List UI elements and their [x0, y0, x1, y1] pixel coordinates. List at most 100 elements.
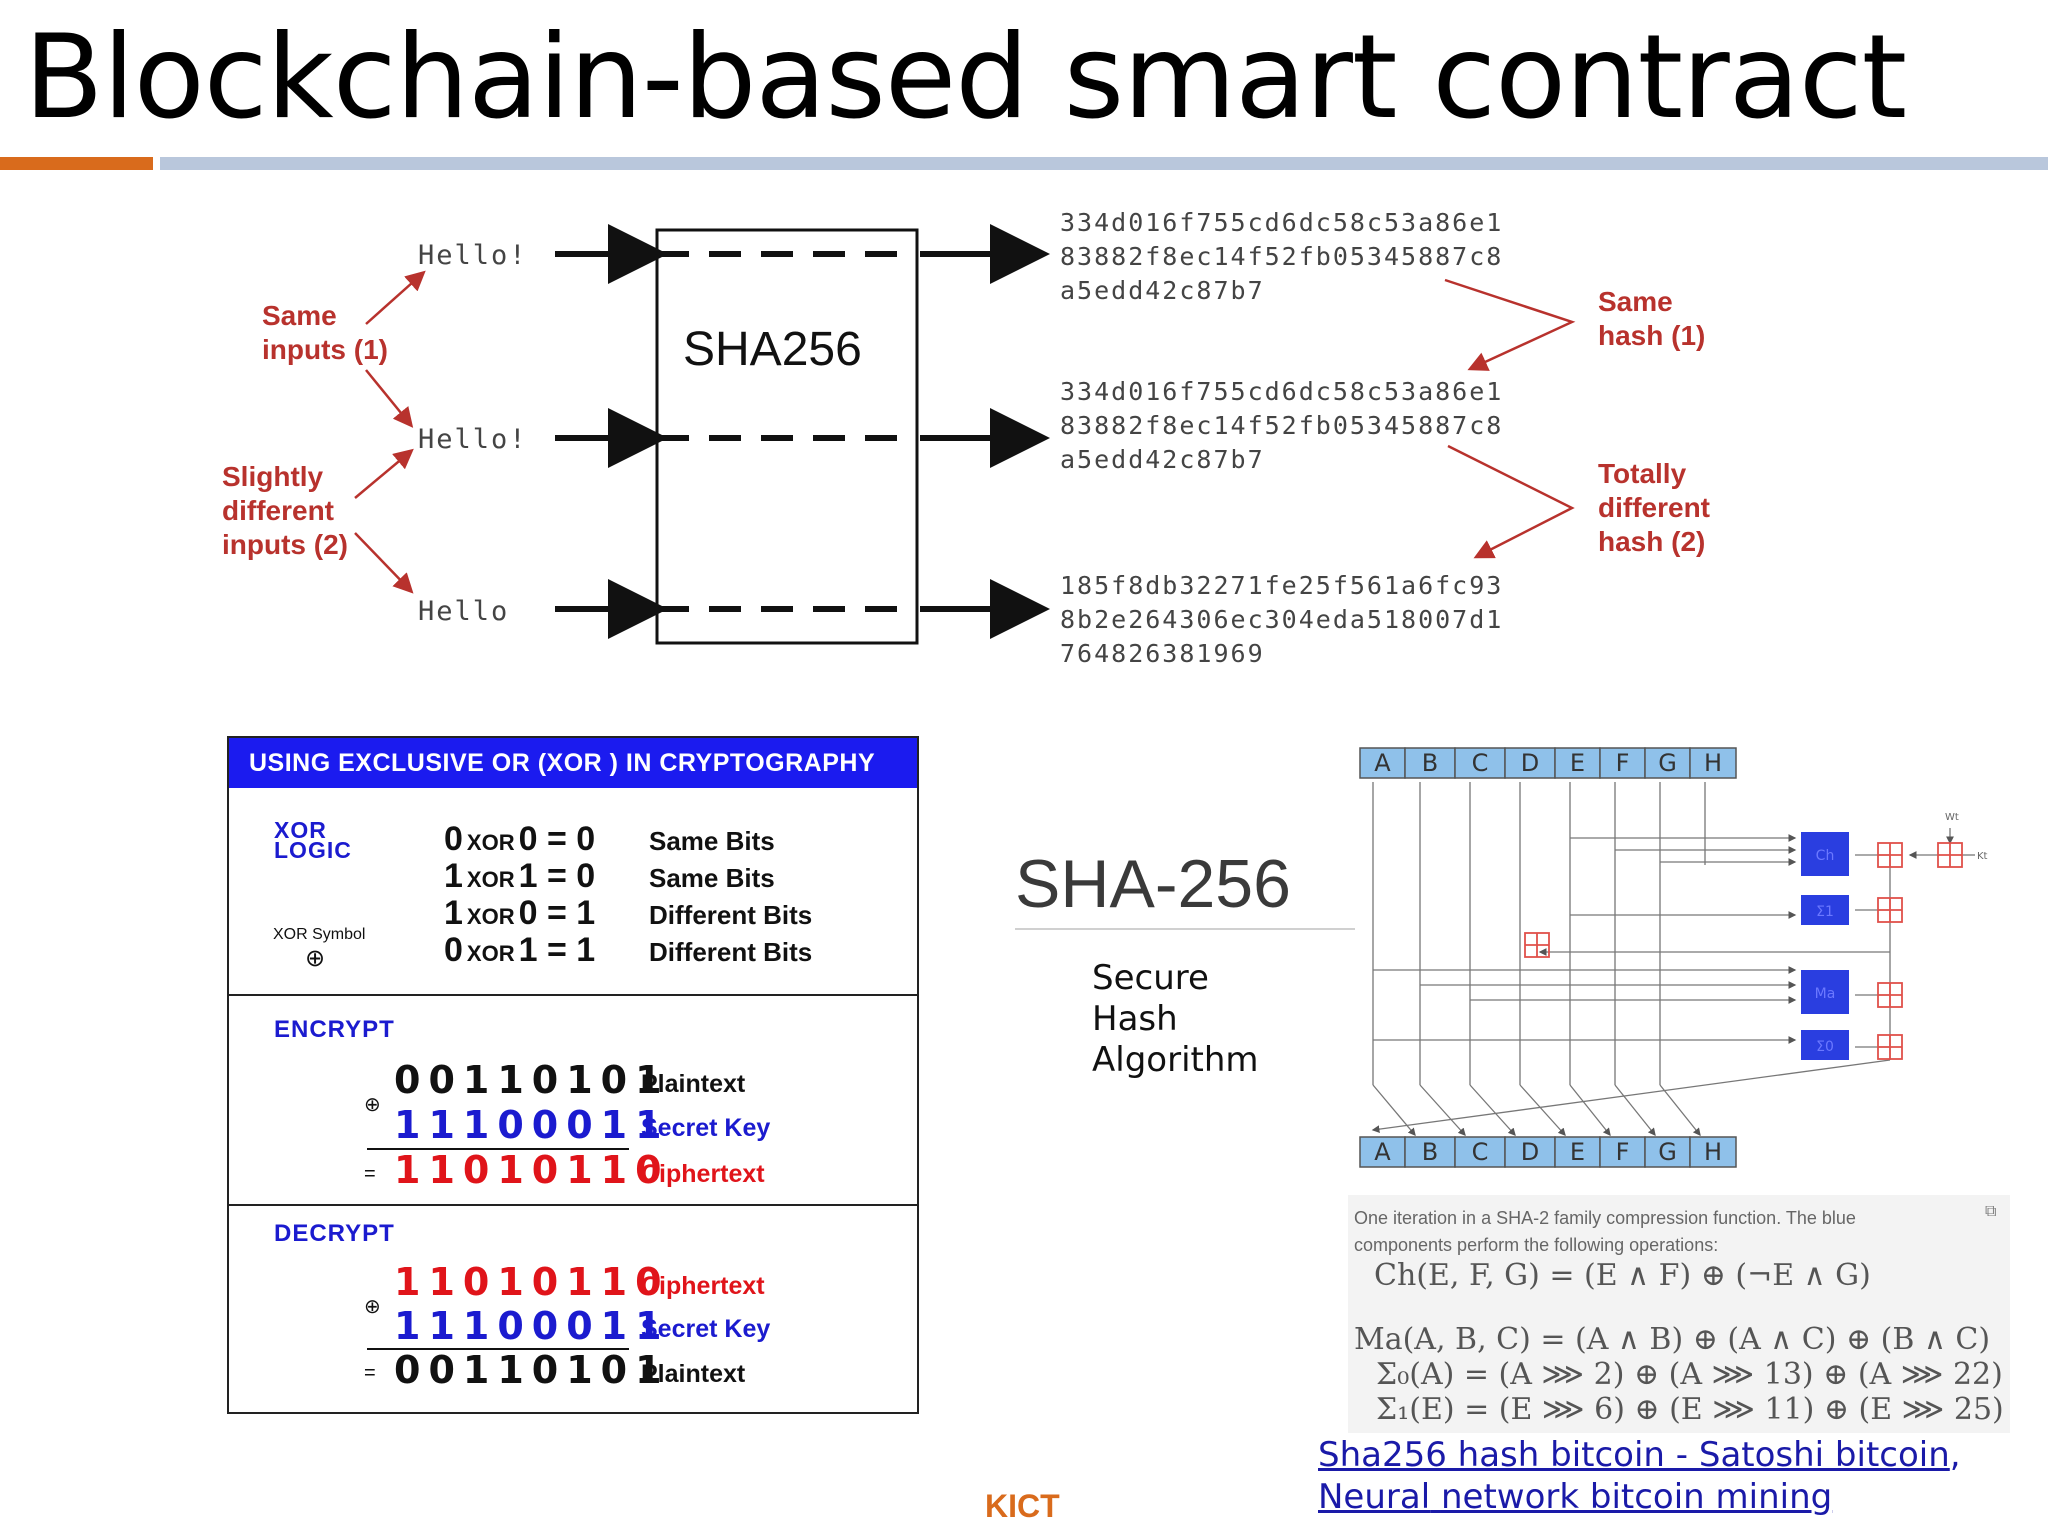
hash-diagram: Hello! Hello! Hello SHA256 Same inputs (… — [0, 0, 2048, 680]
register-h — [1689, 747, 1737, 779]
adder-nodes — [1524, 842, 1963, 1060]
label-line: inputs (2) — [222, 529, 348, 560]
xor-logic-desc: Same Bits — [649, 863, 775, 893]
footer-label: KICT — [985, 1488, 1060, 1524]
label-slightly-different-inputs: Slightly different inputs (2) — [222, 460, 348, 562]
register-label: C — [1472, 749, 1489, 777]
label-line: different — [222, 495, 334, 526]
label-same-inputs: Same inputs (1) — [262, 299, 388, 367]
equals-op: = — [364, 1362, 376, 1384]
hash-line: 334d016f755cd6dc58c53a86e1 — [1060, 377, 1504, 406]
decrypt-title: DECRYPT — [274, 1220, 395, 1247]
xor-logic-desc: Different Bits — [649, 937, 813, 967]
block-1 — [1801, 895, 1849, 925]
register-label: G — [1658, 1138, 1677, 1166]
register-label: F — [1616, 1138, 1630, 1166]
encrypt-cipher-bits: 11010110 — [394, 1148, 670, 1192]
adder-cross — [1878, 1035, 1902, 1059]
kt-label: Kt — [1977, 851, 1988, 862]
register-label: G — [1658, 749, 1677, 777]
formula-sigma0: Σ₀(A) = (A ⋙ 2) ⊕ (A ⋙ 13) ⊕ (A ⋙ 22) — [1376, 1357, 2003, 1392]
sum-line — [367, 1148, 629, 1150]
register-h — [1689, 1136, 1737, 1168]
sha256-box-label: SHA256 — [683, 323, 862, 376]
xor-logic-desc: Same Bits — [649, 826, 775, 856]
hash-line: 334d016f755cd6dc58c53a86e1 — [1060, 208, 1504, 237]
equals-op: = — [364, 1163, 376, 1185]
register-label: E — [1570, 1138, 1585, 1166]
register-e — [1554, 1136, 1601, 1168]
label-line: different — [1598, 492, 1710, 523]
register-a — [1359, 747, 1406, 779]
link-text: Neural — [1318, 1477, 1431, 1517]
adder-cross — [1938, 843, 1962, 867]
operand-b: 0 — [518, 894, 538, 932]
xor-logic-desc: Different Bits — [649, 900, 813, 930]
register-label: F — [1616, 749, 1630, 777]
xor-op-icon: ⊕ — [364, 1296, 381, 1318]
sha256-divider — [1015, 928, 1355, 930]
xor-op-icon: ⊕ — [364, 1094, 381, 1116]
register-f — [1599, 747, 1646, 779]
block-label: Σ0 — [1816, 1039, 1834, 1055]
register-label: B — [1422, 1138, 1438, 1166]
xor-word: XOR — [466, 941, 515, 966]
adder-cross — [1878, 843, 1902, 867]
decrypt-plain-bits: 00110101 — [394, 1348, 670, 1392]
link-text: network bitcoin mining — [1440, 1477, 1833, 1517]
encrypt-plaintext-bits: 00110101 — [394, 1058, 670, 1102]
operand-a: 1 — [444, 894, 463, 932]
register-label: A — [1374, 1138, 1391, 1166]
caption-box — [1348, 1195, 2010, 1433]
xor-word: XOR — [466, 867, 515, 892]
input-hello-3: Hello — [418, 596, 510, 627]
register-a — [1359, 1136, 1406, 1168]
xor-logic-title-line: XOR — [274, 817, 327, 843]
label-line: inputs (1) — [262, 334, 388, 365]
link-sha256-satoshi[interactable]: Sha256 hash bitcoin - Satoshi bitcoin — [1318, 1435, 1950, 1475]
xor-logic-title: XOR LOGIC — [274, 817, 352, 863]
hash-diagram-arrows — [354, 224, 1576, 645]
decrypt-plain-label: Plaintext — [641, 1360, 746, 1388]
register-label: B — [1422, 749, 1438, 777]
result: 0 — [576, 857, 596, 895]
link-separator: , — [1949, 1435, 1961, 1475]
xor-symbol-icon: ⊕ — [305, 945, 326, 972]
link-neural-network-mining[interactable]: Neural network bitcoin mining — [1318, 1477, 1832, 1517]
desc-line: Algorithm — [1092, 1040, 1259, 1080]
formula-ma: Ma(A, B, C) = (A ∧ B) ⊕ (A ∧ C) ⊕ (B ∧ C… — [1354, 1322, 1991, 1357]
desc-line: Secure — [1092, 958, 1209, 998]
register-label: H — [1704, 1138, 1722, 1166]
register-label: A — [1374, 749, 1391, 777]
hash-line: 83882f8ec14f52fb05345887c8 — [1060, 242, 1504, 271]
xor-logic-title-line: LOGIC — [274, 837, 352, 863]
hash-line: a5edd42c87b7 — [1060, 445, 1265, 474]
result: 0 — [576, 820, 596, 858]
section-divider — [229, 1204, 917, 1206]
equals: = — [546, 857, 567, 895]
hash-line: 185f8db32271fe25f561a6fc93 — [1060, 571, 1504, 600]
hash-output-1: 334d016f755cd6dc58c53a86e1 83882f8ec14f5… — [1060, 206, 1503, 308]
title-accent-bar — [0, 157, 153, 170]
operand-a: 0 — [444, 820, 463, 858]
operand-b: 1 — [518, 931, 538, 969]
wt-label: Wt — [1945, 812, 1959, 823]
block-label: Σ1 — [1816, 904, 1834, 920]
register-c — [1454, 1136, 1506, 1168]
encrypt-key-bits: 11100011 — [394, 1103, 670, 1147]
operand-a: 1 — [444, 857, 463, 895]
register-label: C — [1472, 1138, 1489, 1166]
decrypt-key-label: Secret Key — [641, 1315, 771, 1343]
label-same-hash: Same hash (1) — [1598, 285, 1705, 353]
expand-icon[interactable]: ⧉ — [1985, 1203, 1997, 1220]
hash-line: 8b2e264306ec304eda518007d1 — [1060, 605, 1504, 634]
register-b — [1404, 1136, 1456, 1168]
hash-output-3: 185f8db32271fe25f561a6fc93 8b2e264306ec3… — [1060, 569, 1503, 671]
encrypt-key-label: Secret Key — [641, 1114, 771, 1142]
